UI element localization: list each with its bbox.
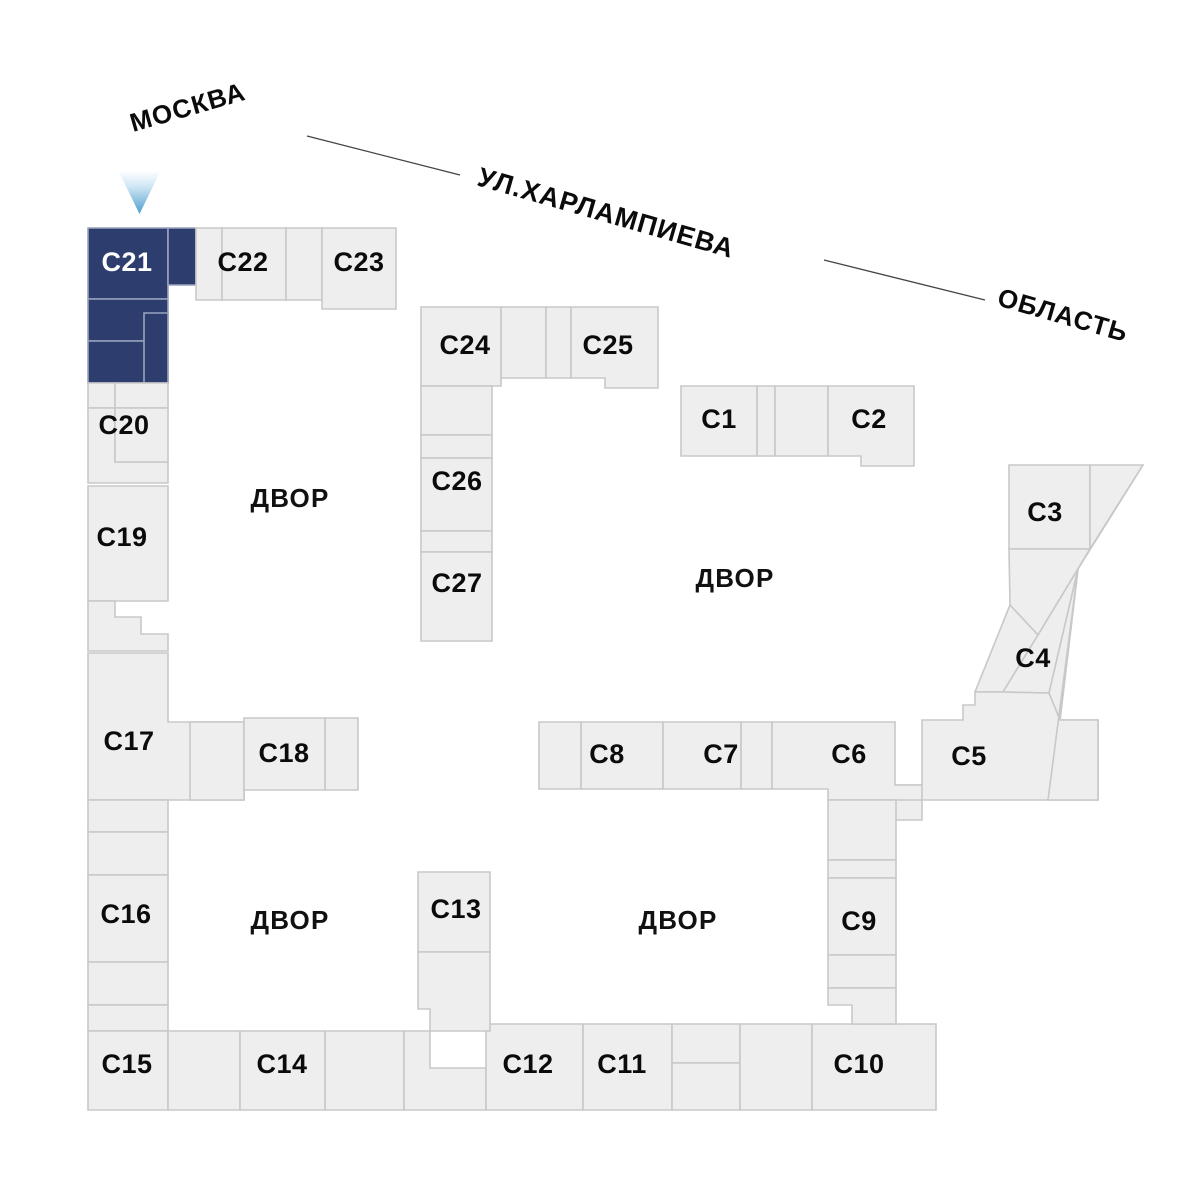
leader-line-layer bbox=[306, 135, 986, 301]
block-group-right-wing bbox=[894, 464, 1145, 821]
unit-shape-C16-c[interactable] bbox=[87, 1004, 169, 1032]
unit-shape-C22-b[interactable] bbox=[285, 227, 323, 301]
unit-shape-C19-step[interactable] bbox=[87, 600, 169, 652]
unit-label-C9: C9 bbox=[841, 906, 877, 936]
unit-shape-C18-b[interactable] bbox=[324, 717, 359, 791]
block-group-C18 bbox=[189, 717, 359, 801]
unit-shape-C18-a[interactable] bbox=[189, 721, 245, 801]
unit-label-C18: C18 bbox=[258, 738, 309, 768]
unit-shape-C8-a[interactable] bbox=[538, 721, 582, 790]
unit-label-C4: C4 bbox=[1015, 643, 1051, 673]
unit-shape-C24-b[interactable] bbox=[500, 306, 547, 379]
unit-label-C10: C10 bbox=[833, 1049, 884, 1079]
unit-shape-bottom-c[interactable] bbox=[671, 1023, 741, 1064]
unit-shape-C5[interactable] bbox=[894, 691, 1099, 821]
unit-shape-C20-b[interactable] bbox=[114, 382, 169, 409]
unit-shape-C26-b[interactable] bbox=[420, 434, 493, 459]
unit-label-C12: C12 bbox=[502, 1049, 553, 1079]
unit-shape-C9-c[interactable] bbox=[827, 987, 897, 1025]
unit-shape-C13-stem[interactable] bbox=[417, 951, 491, 1032]
leader-line-oblast bbox=[823, 259, 986, 301]
unit-shape-C9-top[interactable] bbox=[827, 799, 897, 861]
unit-label-C5: C5 bbox=[951, 741, 987, 771]
pin-triangle-icon bbox=[119, 172, 160, 214]
unit-label-C23: C23 bbox=[333, 247, 384, 277]
unit-label-C8: C8 bbox=[589, 739, 625, 769]
unit-shape-C27[interactable] bbox=[420, 551, 493, 642]
unit-shape-C26-a[interactable] bbox=[420, 385, 493, 436]
unit-shape-C24[interactable] bbox=[420, 306, 502, 387]
unit-label-C2: C2 bbox=[851, 404, 887, 434]
block-group-left-column bbox=[87, 382, 245, 1032]
unit-label-C26: C26 bbox=[431, 466, 482, 496]
unit-shape-C7-b[interactable] bbox=[740, 721, 773, 790]
yard-label-bottom-left: ДВОР bbox=[250, 905, 329, 935]
unit-label-C19: C19 bbox=[96, 522, 147, 552]
block-group-top-left bbox=[87, 227, 397, 384]
unit-shape-C25[interactable] bbox=[570, 306, 659, 389]
unit-shape-bottom-e[interactable] bbox=[739, 1023, 813, 1111]
unit-shape-C23[interactable] bbox=[321, 227, 397, 310]
unit-shape-left-gap-b[interactable] bbox=[87, 831, 169, 876]
unit-label-C11: C11 bbox=[597, 1049, 647, 1079]
unit-label-C6: C6 bbox=[831, 739, 867, 769]
unit-label-C21: C21 bbox=[101, 247, 152, 277]
unit-shape-C16-b[interactable] bbox=[87, 961, 169, 1006]
unit-label-C25: C25 bbox=[582, 330, 633, 360]
unit-label-C13: C13 bbox=[430, 894, 481, 924]
block-group-bottom-row bbox=[87, 1023, 937, 1111]
block-group-center bbox=[420, 306, 659, 642]
block-group-middle-band bbox=[538, 721, 923, 801]
unit-shape-bottom-b[interactable] bbox=[324, 1030, 405, 1111]
direction-label-moscow: МОСКВА bbox=[126, 76, 248, 138]
leader-line-moscow bbox=[306, 135, 461, 176]
unit-label-C14: C14 bbox=[256, 1049, 307, 1079]
unit-shape-C9-a[interactable] bbox=[827, 859, 897, 879]
unit-shape-bottom-a[interactable] bbox=[167, 1030, 241, 1111]
unit-label-C22: C22 bbox=[217, 247, 268, 277]
unit-shape-C25-a[interactable] bbox=[545, 306, 572, 379]
unit-label-C17: C17 bbox=[103, 726, 154, 756]
direction-label-oblast: ОБЛАСТЬ bbox=[994, 282, 1131, 348]
unit-shape-left-gap-a[interactable] bbox=[87, 799, 169, 833]
unit-shape-C21-spur[interactable] bbox=[167, 227, 197, 286]
block-group-C9 bbox=[827, 799, 897, 1025]
unit-label-C1: C1 bbox=[701, 404, 737, 434]
yard-label-top-right: ДВОР bbox=[695, 563, 774, 593]
unit-shape-C21-inner-notch[interactable] bbox=[143, 312, 169, 384]
yard-label-top-left: ДВОР bbox=[250, 483, 329, 513]
unit-label-C16: C16 bbox=[100, 899, 151, 929]
unit-shape-C9-b[interactable] bbox=[827, 954, 897, 989]
unit-shape-C13-stem-lower[interactable] bbox=[403, 1030, 487, 1111]
unit-label-C15: C15 bbox=[101, 1049, 152, 1079]
street-name-label: УЛ.ХАРЛАМПИЕВА bbox=[474, 162, 737, 264]
unit-shape-C2[interactable] bbox=[827, 385, 915, 467]
unit-shape-C5-outer[interactable] bbox=[1047, 568, 1099, 801]
unit-label-layer: C21 C22 C23 C24 C25 C26 C27 C20 C19 C17 … bbox=[96, 247, 1062, 1079]
unit-shape-C6[interactable] bbox=[771, 721, 923, 801]
selected-location-pin[interactable] bbox=[119, 172, 160, 214]
unit-shape-C2-a[interactable] bbox=[774, 385, 829, 457]
unit-shape-C20-step[interactable] bbox=[114, 407, 169, 463]
unit-shape-C20-a[interactable] bbox=[87, 382, 116, 409]
unit-shape-C19[interactable] bbox=[87, 485, 169, 602]
unit-shape-C26-c[interactable] bbox=[420, 530, 493, 553]
yard-label-bottom-right: ДВОР bbox=[638, 905, 717, 935]
unit-label-C3: C3 bbox=[1027, 497, 1063, 527]
yard-label-layer: ДВОР ДВОР ДВОР ДВОР bbox=[250, 483, 774, 935]
unit-label-C24: C24 bbox=[439, 330, 490, 360]
unit-label-C20: C20 bbox=[98, 410, 149, 440]
unit-label-C7: C7 bbox=[703, 739, 739, 769]
block-group-C1-C2 bbox=[680, 385, 915, 467]
block-group-C13 bbox=[417, 871, 491, 1032]
unit-label-C27: C27 bbox=[431, 568, 482, 598]
unit-shape-bottom-d[interactable] bbox=[671, 1062, 741, 1111]
unit-shape-C1-b[interactable] bbox=[756, 385, 776, 457]
